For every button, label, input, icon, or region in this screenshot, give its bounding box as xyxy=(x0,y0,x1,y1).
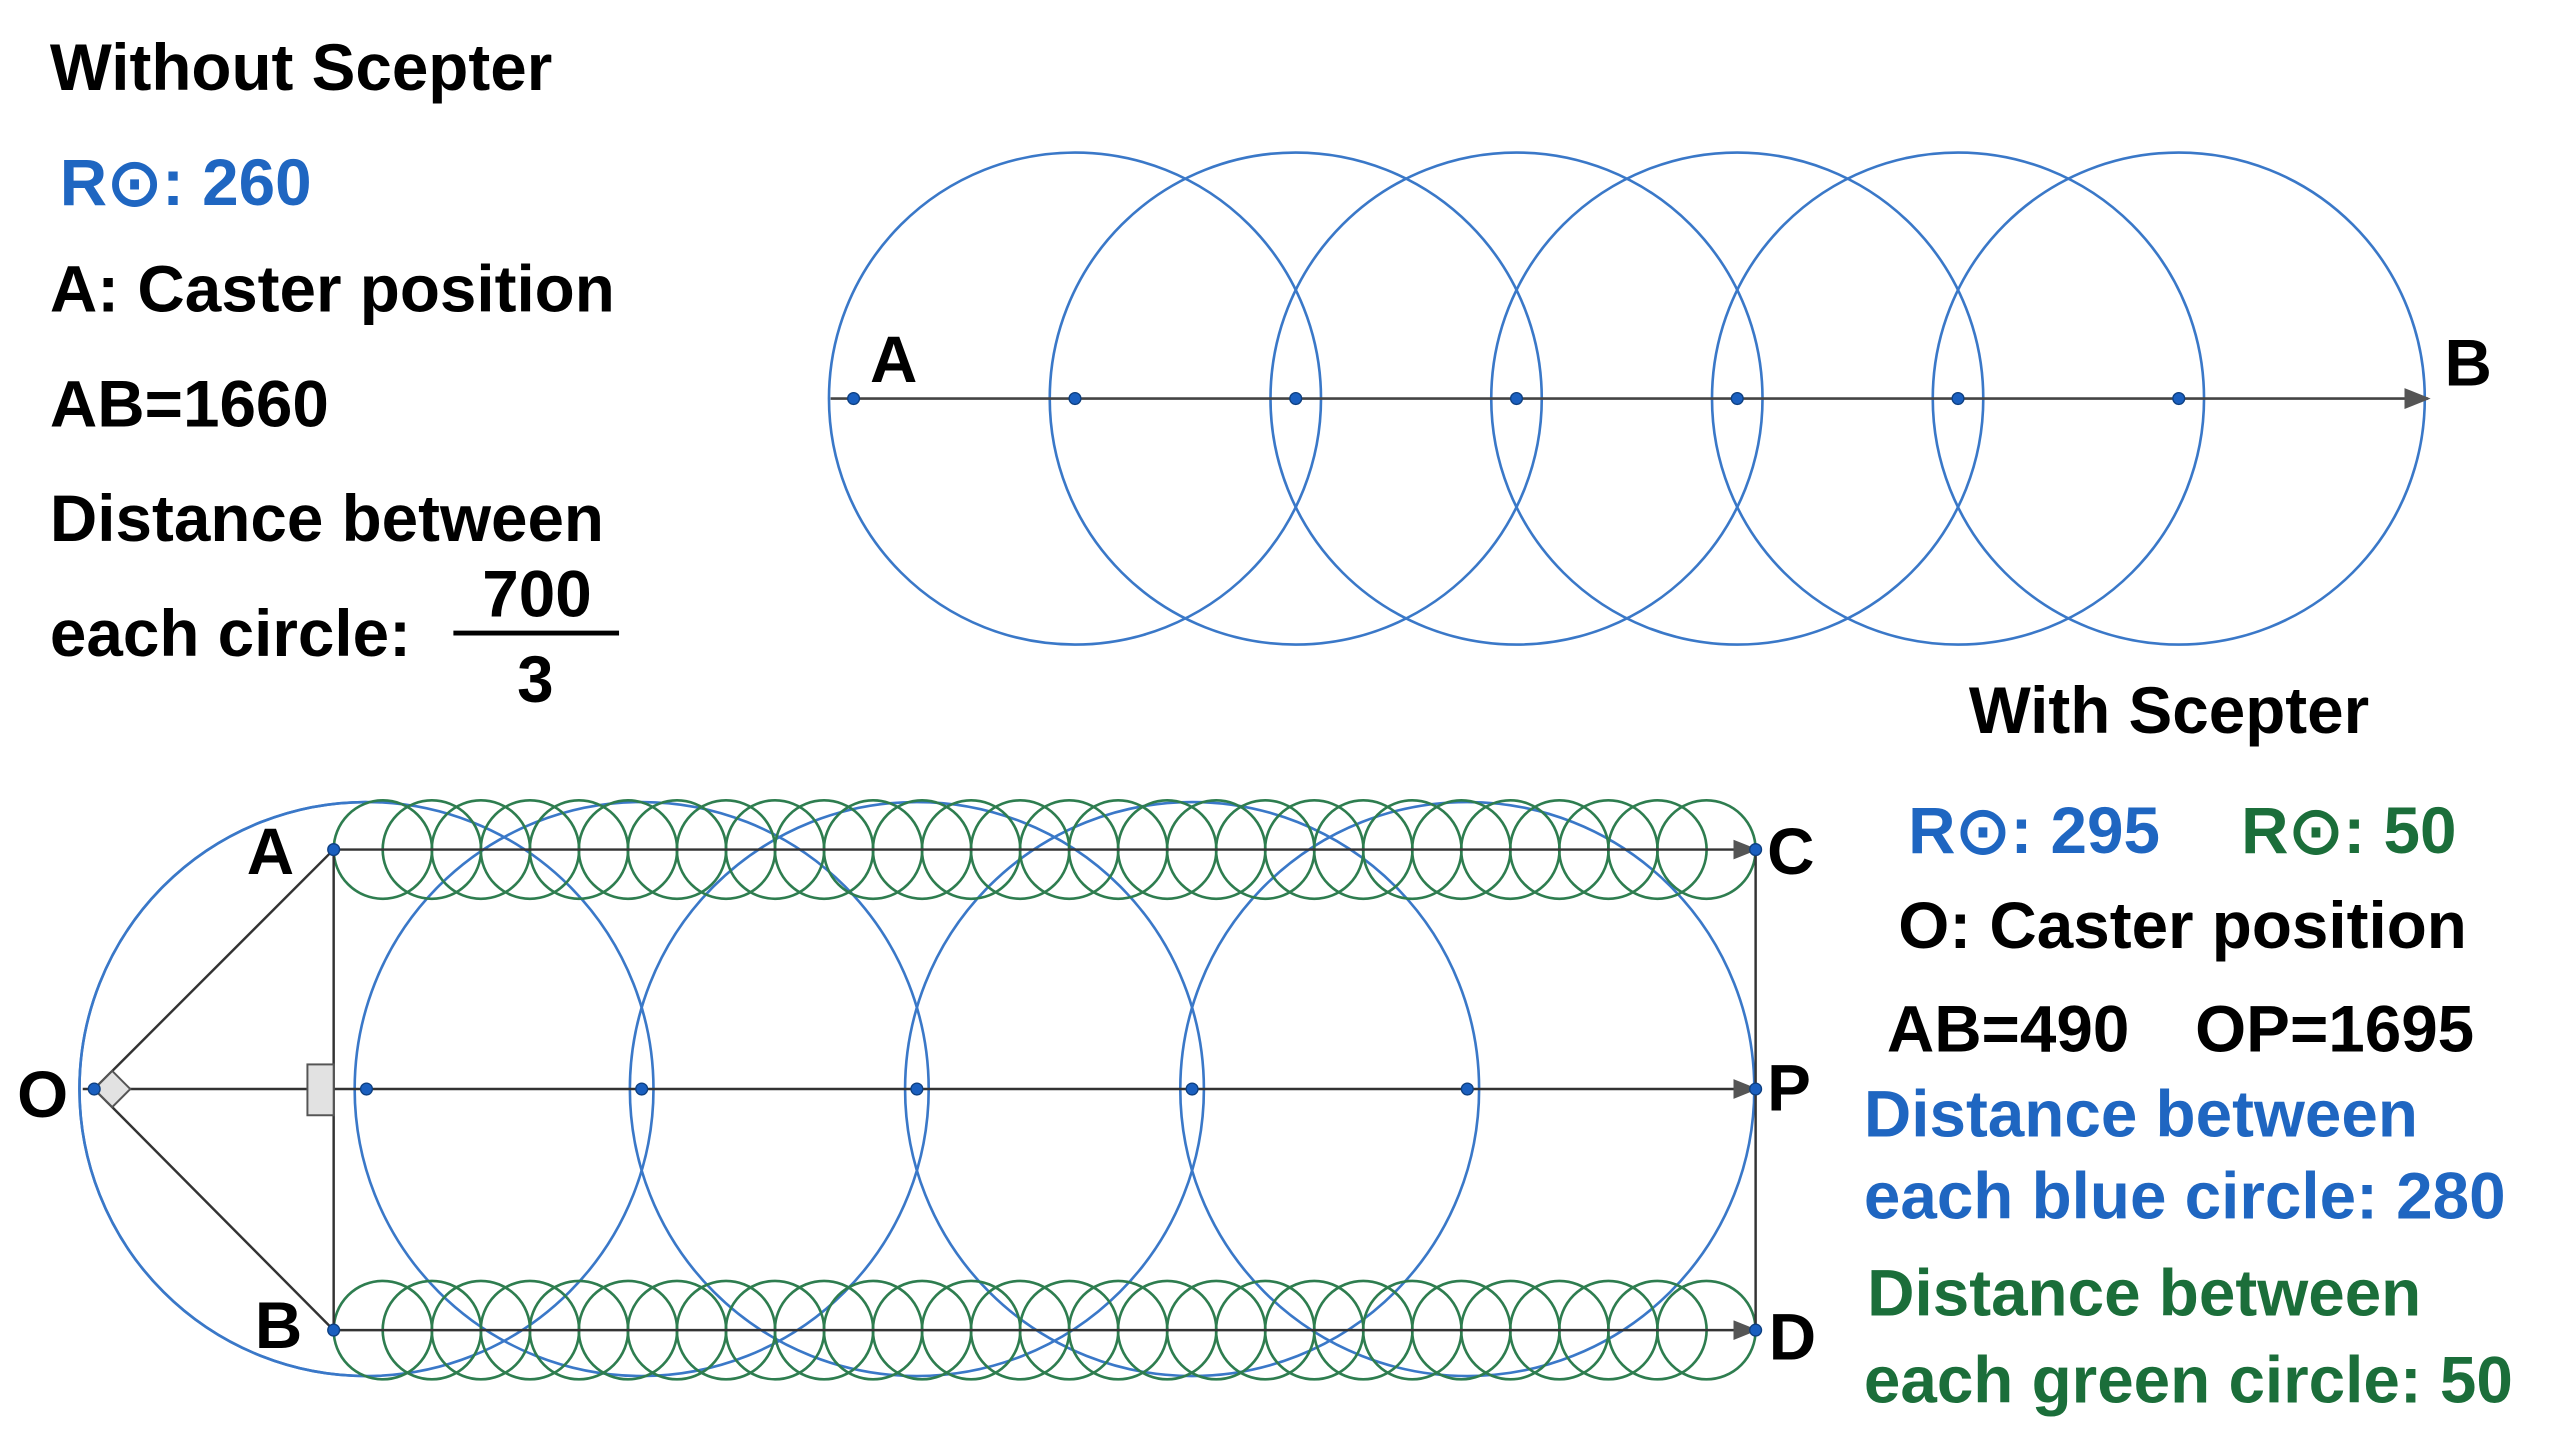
line-ob xyxy=(93,1088,335,1331)
point-label-a-bottom: A xyxy=(247,815,294,888)
point-label-p: P xyxy=(1767,1051,1811,1124)
circle-center-point xyxy=(910,1082,924,1096)
distance-between-label: Distance between xyxy=(50,482,604,555)
circle-center-point xyxy=(1509,391,1524,406)
green-radius-50-label: R⊙: 50 xyxy=(2241,794,2456,867)
point-label-d: D xyxy=(1769,1301,1816,1374)
ab-1660-label: AB=1660 xyxy=(50,367,329,440)
fraction-denominator: 3 xyxy=(517,643,553,716)
ab-490-label: AB=490 xyxy=(1887,992,2130,1065)
point-label-c: C xyxy=(1767,815,1814,888)
point-a-bottom xyxy=(327,843,341,857)
point-label-a-top: A xyxy=(870,323,917,396)
op-1695-label: OP=1695 xyxy=(2195,992,2474,1065)
point-label-b-top: B xyxy=(2444,326,2491,399)
circle-center-point xyxy=(2172,391,2186,406)
green-distance-line2: each green circle: 50 xyxy=(1864,1343,2513,1416)
point-a-top xyxy=(847,391,861,406)
blue-distance-line1: Distance between xyxy=(1864,1078,2418,1151)
without-scepter-title: Without Scepter xyxy=(50,31,552,104)
circle-center-point xyxy=(359,1082,374,1096)
right-angle-marker-p xyxy=(306,1063,335,1117)
line-oa xyxy=(93,848,335,1090)
each-circle-label: each circle: xyxy=(50,597,411,670)
point-b-bottom xyxy=(327,1323,341,1337)
right-angle-marker-o xyxy=(92,1069,132,1109)
point-o xyxy=(87,1082,101,1096)
circle-center-point xyxy=(1185,1082,1199,1096)
point-p xyxy=(1749,1082,1763,1096)
point-label-b-bottom: B xyxy=(255,1289,302,1362)
caster-position-o-label: O: Caster position xyxy=(1898,889,2467,962)
caster-position-a-label: A: Caster position xyxy=(50,253,615,326)
point-c xyxy=(1749,843,1763,857)
with-scepter-title: With Scepter xyxy=(1969,674,2369,747)
top-points xyxy=(847,391,2186,406)
point-d xyxy=(1749,1323,1763,1337)
bottom-points xyxy=(87,843,1763,1337)
blue-distance-line2: each blue circle: 280 xyxy=(1864,1160,2506,1233)
circle-center-point xyxy=(1460,1082,1474,1096)
circle-center-point xyxy=(1289,391,1303,406)
point-label-o: O xyxy=(17,1058,68,1131)
circle-center-point xyxy=(635,1082,649,1096)
fraction-numerator: 700 xyxy=(482,558,591,631)
circle-center-point xyxy=(1730,391,1744,406)
green-distance-line1: Distance between xyxy=(1867,1256,2421,1329)
radius-260-label: R⊙: 260 xyxy=(60,146,312,219)
blue-radius-295-label: R⊙: 295 xyxy=(1908,794,2160,867)
caster-range-arc xyxy=(78,800,367,1378)
circle-center-point xyxy=(1068,391,1082,406)
circle-center-point xyxy=(1951,391,1965,406)
